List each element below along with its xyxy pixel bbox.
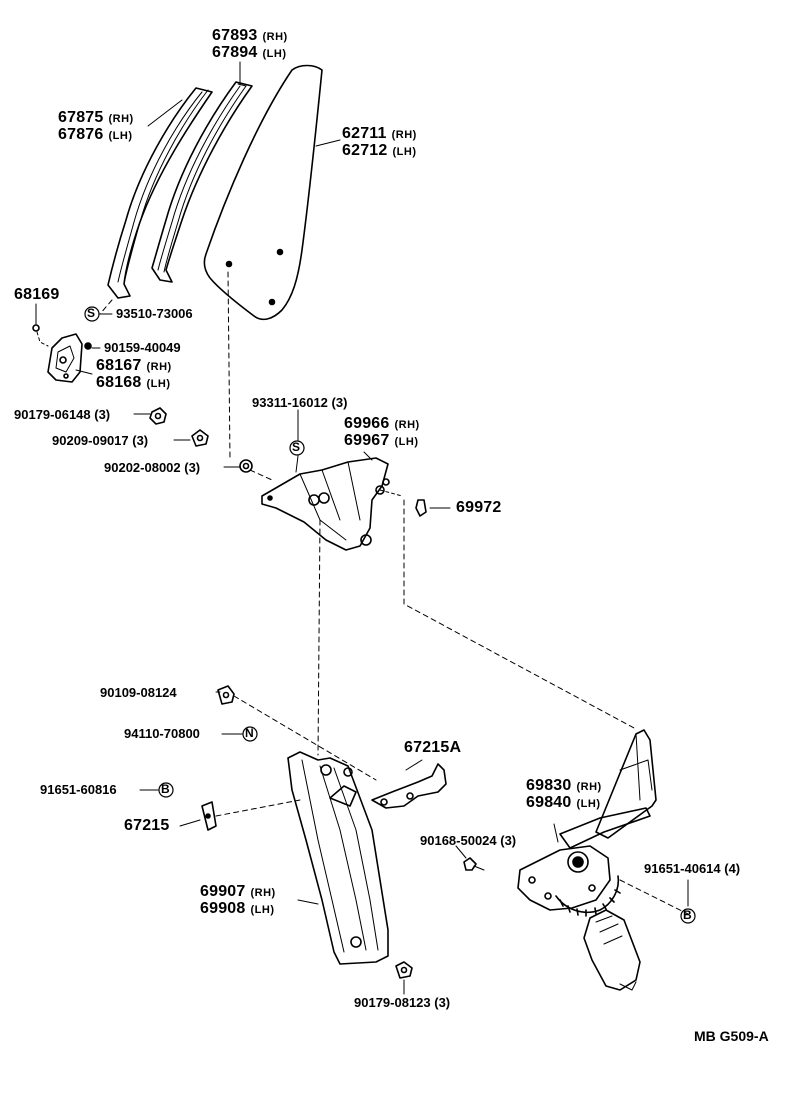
symbol-b-circle-1 — [158, 782, 174, 798]
glass-stopper — [32, 324, 92, 383]
nut-90179-08123 — [395, 961, 413, 979]
label-90209-09017: 90209-09017 (3) — [52, 433, 149, 448]
regulator-guide — [287, 751, 389, 965]
symbol-n-circle — [242, 726, 258, 742]
label-69966-69967: 69966(RH) 69967(LH) — [344, 415, 420, 449]
clip-69972 — [415, 499, 427, 517]
label-68169: 68169 — [14, 286, 60, 303]
label-90168-50024: 90168-50024 (3) — [420, 833, 517, 848]
symbol-n: N — [245, 726, 254, 740]
label-93311-16012: 93311-16012 (3) — [252, 395, 348, 410]
symbol-s-2: S — [292, 440, 301, 454]
symbol-b-circle-2 — [680, 908, 696, 924]
label-69972: 69972 — [456, 499, 502, 516]
label-67215A: 67215A — [404, 739, 462, 756]
label-91651-60816: 91651-60816 — [40, 782, 117, 797]
symbol-b-2: B — [683, 908, 692, 922]
bracket-67215A — [371, 763, 447, 809]
label-91651-40614: 91651-40614 (4) — [644, 861, 741, 876]
label-90109-08124: 90109-08124 — [100, 685, 177, 700]
label-69907-69908: 69907(RH) 69908(LH) — [200, 883, 276, 917]
label-67893-67894: 67893(RH) 67894(LH) — [212, 27, 288, 61]
window-regulator — [463, 729, 657, 991]
symbol-s-circle-1 — [84, 306, 100, 322]
symbol-s-circle-2 — [289, 440, 305, 456]
label-67875-67876: 67875(RH) 67876(LH) — [58, 109, 134, 143]
label-67215: 67215 — [124, 817, 170, 834]
nuts-left — [149, 407, 253, 473]
leader-lines — [35, 61, 689, 995]
symbol-s-1: S — [87, 306, 96, 320]
door-glass — [203, 64, 323, 321]
label-62711-62712: 62711(RH) 62712(LH) — [342, 125, 417, 159]
run-channel-rear — [107, 87, 213, 299]
label-90202-08002: 90202-08002 (3) — [104, 460, 201, 475]
assembly-lines — [99, 271, 689, 915]
label-90159-40049: 90159-40049 — [104, 340, 181, 355]
glass-channel-bracket — [261, 457, 403, 551]
bracket-67215 — [201, 801, 217, 831]
run-channel-front — [151, 81, 253, 283]
label-94110-70800: 94110-70800 — [124, 726, 200, 741]
label-68167-68168: 68167(RH) 68168(LH) — [96, 357, 172, 391]
drawing-code: MB G509-A — [694, 1028, 769, 1044]
symbol-b-1: B — [161, 782, 170, 796]
label-90179-06148: 90179-06148 (3) — [14, 407, 111, 422]
label-69830-69840: 69830(RH) 69840(LH) — [526, 777, 602, 811]
label-93510-73006: 93510-73006 — [116, 306, 193, 321]
label-90179-08123: 90179-08123 (3) — [354, 995, 451, 1010]
bolt-90109 — [217, 685, 235, 705]
symbol-circles — [84, 306, 696, 924]
